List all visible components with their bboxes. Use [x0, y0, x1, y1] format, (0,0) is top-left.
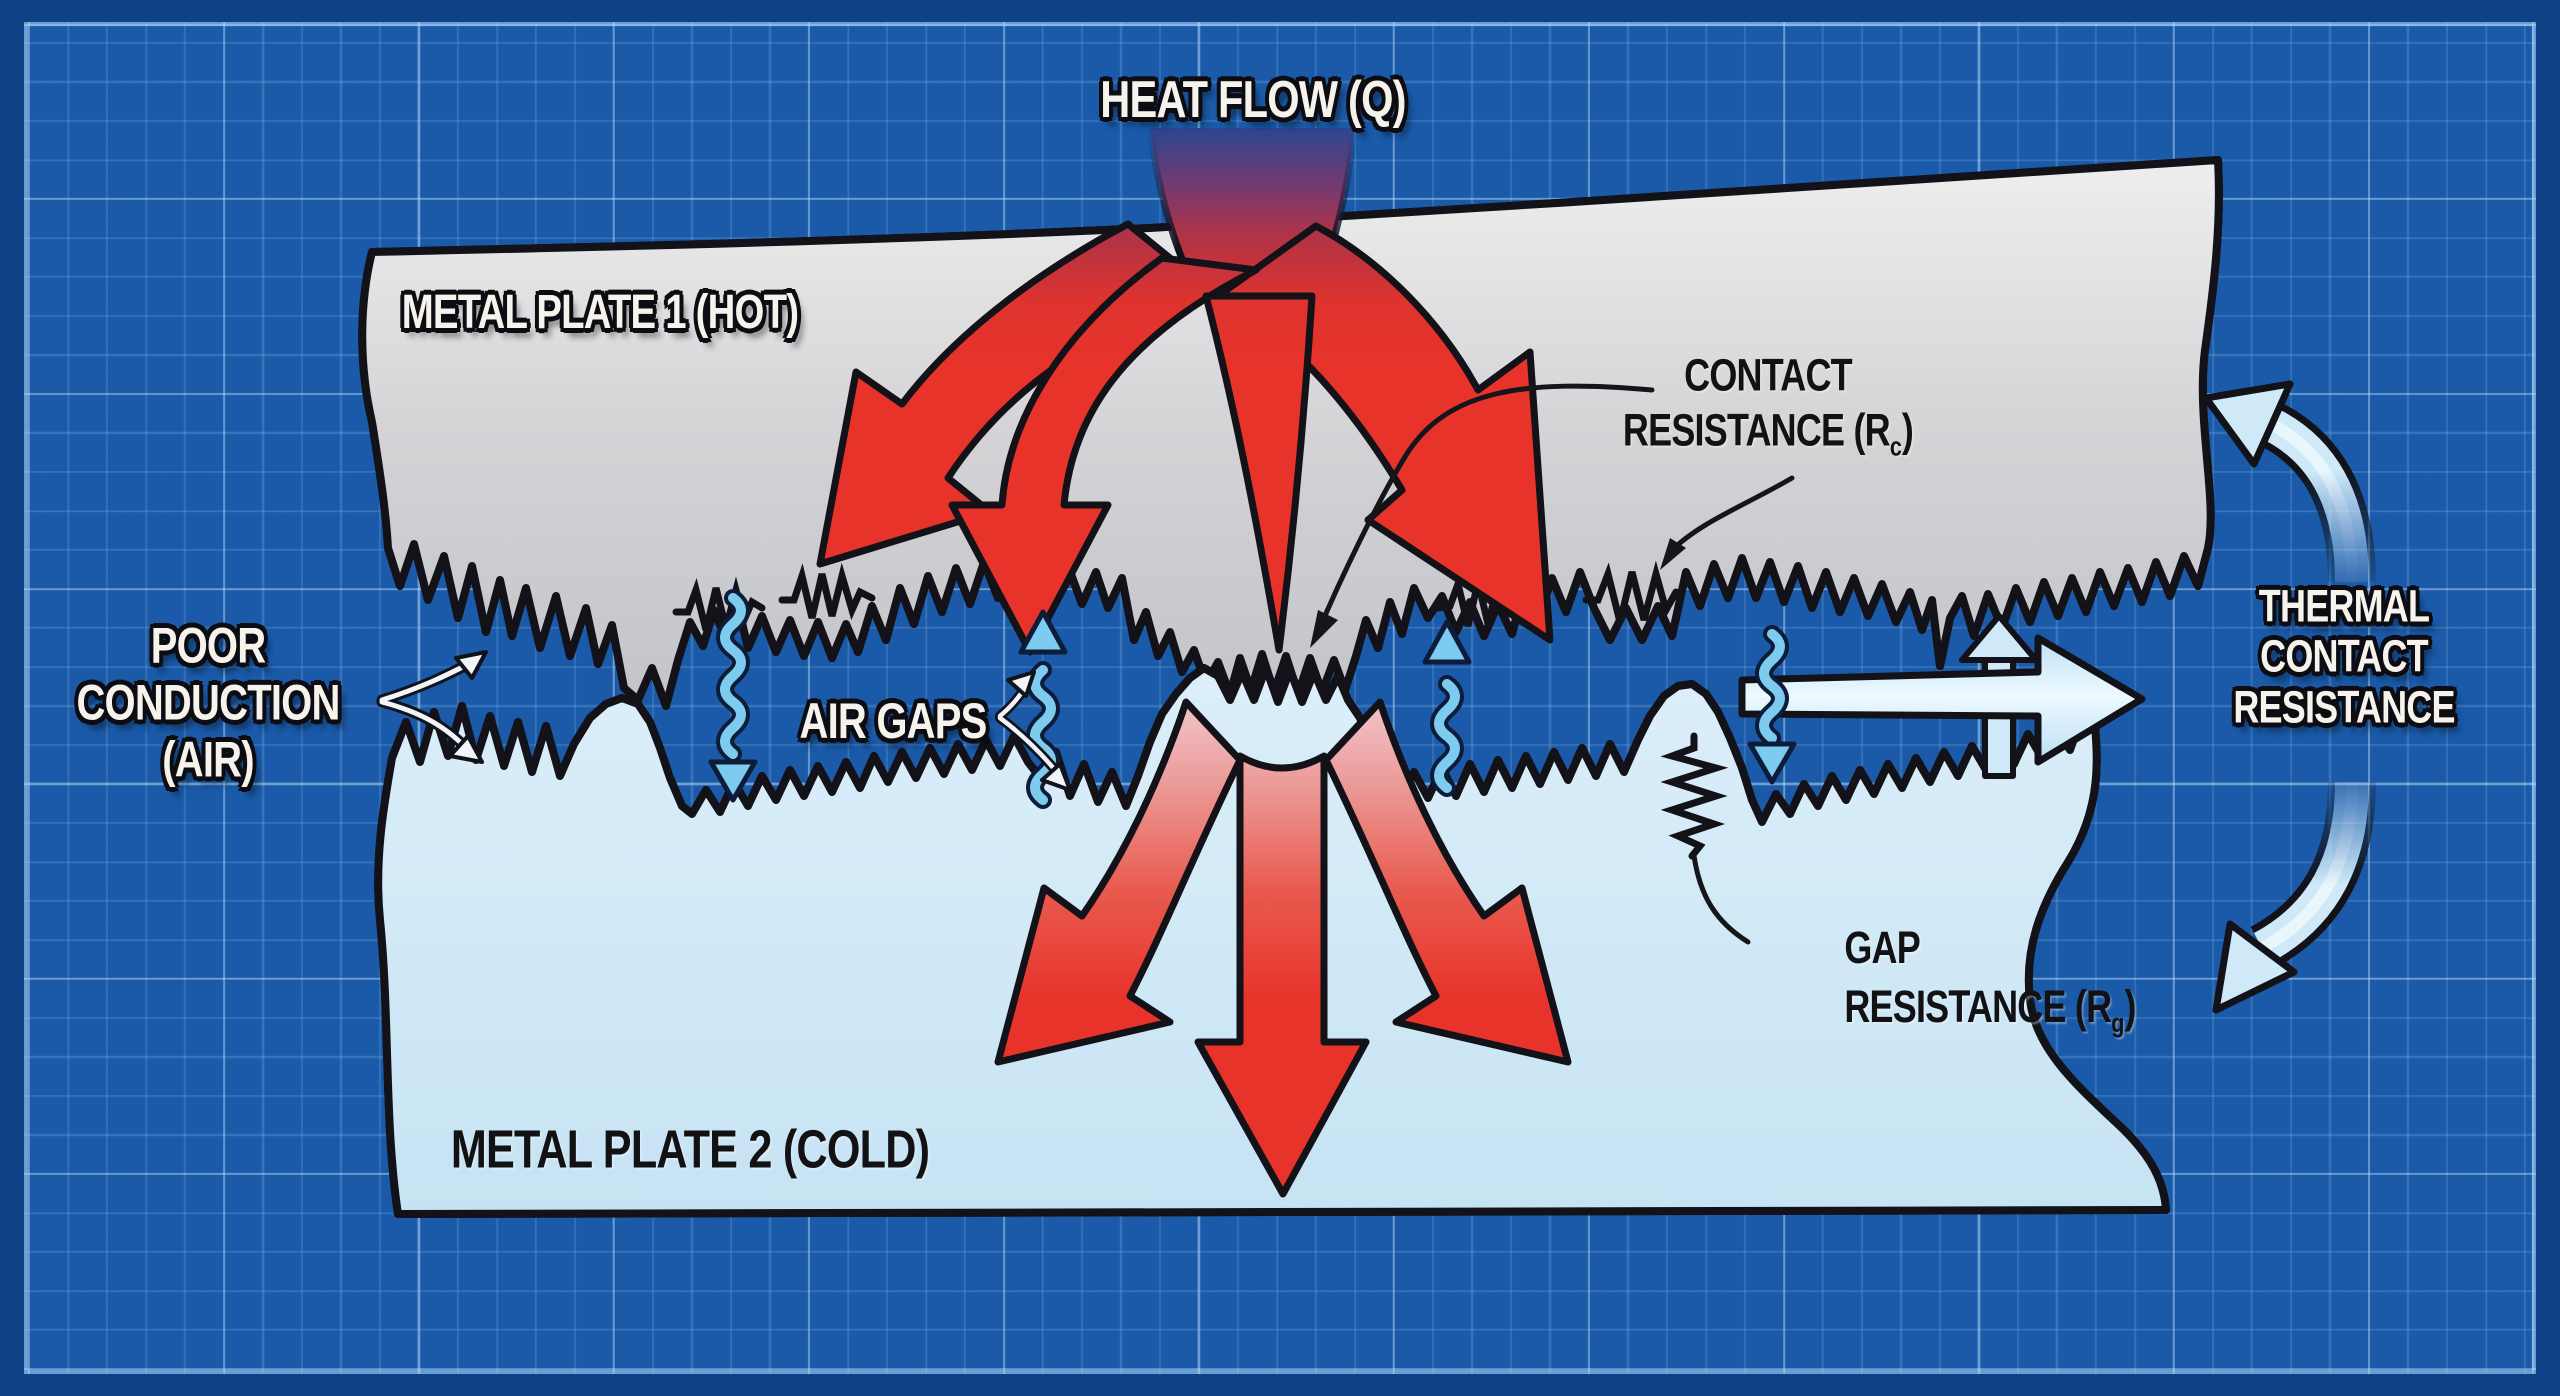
gap-resistance-line2-pre: RESISTANCE (R: [1844, 980, 2112, 1032]
contact-resistance-line2-post: ): [1901, 404, 1914, 456]
convection-squiggle-down-2: [1747, 625, 1797, 785]
heat-arrow-spread-center: [1194, 752, 1370, 1198]
gap-resistance-label: GAP RESISTANCE (Rg): [1844, 919, 2136, 1041]
heat-arrow-spread-right: [1322, 698, 1572, 1066]
heat-taper-to-contact: [1202, 292, 1316, 654]
gap-resistance-leader: [1691, 853, 1751, 945]
contact-resistance-leader-1: [1315, 383, 1655, 635]
contact-resistor-zigzag-4: [1582, 560, 1680, 623]
gap-resistor-zigzag: [1660, 732, 1729, 860]
heat-flow-arrows-bottom: [994, 698, 1572, 1198]
thermal-contact-line3: RESISTANCE: [2233, 681, 2455, 733]
gap-resistance-line2: RESISTANCE (Rg): [1844, 978, 2136, 1041]
air-gaps-arrows: [995, 670, 1072, 792]
poor-conduction-line2: CONDUCTION: [76, 674, 340, 731]
air-gaps-label: AIR GAPS: [799, 693, 988, 749]
thermal-curved-arrow-down: [2212, 781, 2376, 1014]
contact-resistance-leader-2: [1667, 475, 1795, 555]
convection-squiggles: [708, 589, 1797, 809]
convection-squiggle-up-1: [1018, 609, 1068, 809]
contact-resistance-leaders: [1310, 383, 1795, 648]
gap-resistance-line1: GAP: [1844, 922, 1920, 974]
contact-resistance-line1: CONTACT: [1684, 349, 1853, 401]
poor-conduction-label: POOR CONDUCTION (AIR): [76, 617, 340, 789]
thermal-escape-arrows: [1738, 613, 2146, 779]
thermal-arrow-right: [1738, 634, 2146, 766]
poor-conduction-arrows: [376, 650, 488, 764]
thermal-contact-line2: CONTACT: [2260, 630, 2429, 682]
contact-resistance-line2: RESISTANCE (Rc): [1622, 403, 1914, 463]
page-title: HEAT FLOW (Q): [1100, 70, 1406, 129]
convection-squiggle-up-2: [1422, 619, 1472, 797]
poor-conduction-line3: (AIR): [162, 731, 254, 788]
poor-conduction-line1: POOR: [150, 617, 266, 674]
contact-resistance-subscript: c: [1889, 431, 1902, 462]
convection-squiggle-down-1: [708, 589, 758, 803]
thermal-contact-label: THERMAL CONTACT RESISTANCE: [2233, 580, 2455, 733]
plate1-label: METAL PLATE 1 (HOT): [401, 286, 799, 340]
gap-resistance-subscript: g: [2111, 1007, 2125, 1038]
gap-resistance-line2-post: ): [2124, 980, 2136, 1032]
contact-resistance-line2-pre: RESISTANCE (R: [1622, 404, 1891, 456]
contact-resistor-zigzag-2: [778, 562, 876, 621]
thermal-curved-arrow-up: [2202, 380, 2376, 583]
thermal-contact-line1: THERMAL: [2258, 580, 2430, 632]
plate2-label: METAL PLATE 2 (COLD): [450, 1119, 930, 1180]
heat-arrow-down-center: [948, 254, 1260, 656]
heat-arrow-spread-left: [994, 698, 1244, 1066]
contact-resistance-label: CONTACT RESISTANCE (Rc): [1622, 349, 1914, 464]
